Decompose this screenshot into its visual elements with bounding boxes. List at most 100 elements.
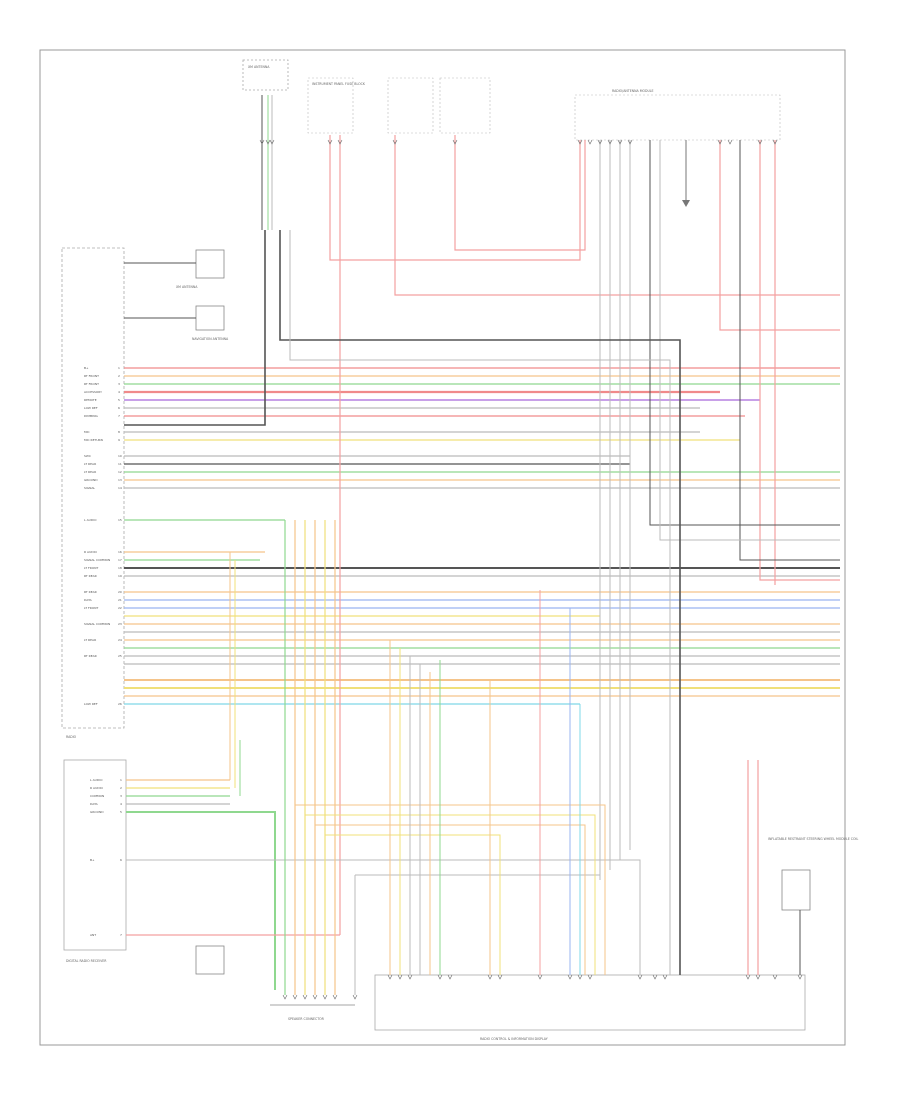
radio-pin-name: RT REAR — [84, 590, 97, 594]
receiver-pin-number: 2 — [120, 786, 122, 790]
bottom-antenna — [195, 945, 225, 975]
radio-pin-number: 6 — [118, 406, 120, 410]
radio-pin-name: SIGNAL COMMON — [84, 622, 110, 626]
receiver-pin-name: GROUND — [90, 810, 104, 814]
top-connector-pin — [337, 139, 343, 145]
radio-pin-number: 11 — [118, 462, 122, 466]
xm-antenna-top-label: XM ANTENNA — [248, 65, 270, 69]
display-connector-pin — [587, 974, 593, 980]
top-connector-pin — [607, 139, 613, 145]
receiver-pin-name: R AUDIO — [90, 786, 103, 790]
top-connector-pin — [327, 139, 333, 145]
radio-pin-number: 15 — [118, 518, 122, 522]
radio-pin-number: 21 — [118, 598, 122, 602]
ground-component — [682, 140, 690, 207]
radio-pin-name: LT REAR — [84, 462, 96, 466]
speaker-connector-pin — [322, 994, 328, 1000]
digital-radio-receiver: DIGITAL RADIO RECEIVER — [63, 759, 127, 963]
display-connector-pin — [407, 974, 413, 980]
navigation-antenna-label: NAVIGATION ANTENNA — [192, 337, 229, 341]
radio-pin-name: MIC RETURN — [84, 438, 103, 442]
radio-pin-name: RT FRONT — [84, 382, 99, 386]
radio-pin-number: 9 — [118, 438, 120, 442]
junction-block-label: INSTRUMENT PANEL FUSE BLOCK — [312, 82, 366, 86]
radio-pin-name: GROUND — [84, 478, 98, 482]
radio-pin-name: B+ — [84, 366, 89, 370]
fuse-group-1: INSTRUMENT PANEL FUSE BLOCK — [307, 77, 491, 134]
speaker-connector-pin — [302, 994, 308, 1000]
radio-module: RADIO — [61, 247, 125, 739]
radio-pin-number: 16 — [118, 550, 122, 554]
antenna-wire — [289, 230, 671, 975]
receiver-wire — [126, 811, 276, 990]
radio-pin-number: 18 — [118, 566, 122, 570]
top-connector-pin — [627, 139, 633, 145]
diagram-frame — [39, 49, 846, 1046]
radio-pin-name: LT REAR — [84, 470, 96, 474]
receiver-pin-name: COMMON — [90, 794, 104, 798]
radio-pin-name: DATA — [84, 598, 93, 602]
speaker-connector: SPEAKER CONNECTOR — [270, 1004, 355, 1021]
radio-label: RADIO — [66, 735, 77, 739]
top-connector-pin — [577, 139, 583, 145]
display-connector-pin — [447, 974, 453, 980]
fuse-wire — [394, 135, 840, 296]
radio-pin-name: MIC — [84, 430, 90, 434]
display-connector-pin — [755, 974, 761, 980]
display-connector-pin — [567, 974, 573, 980]
radio-pin-name: LOW REF — [84, 702, 98, 706]
antenna-wire — [279, 230, 681, 975]
radio-pin-number: 2 — [118, 374, 120, 378]
radio-antenna-module: RADIO/ANTENNA MODULE — [574, 89, 781, 141]
radio-pin-number: 12 — [118, 470, 122, 474]
radio-pin-number: 22 — [118, 606, 122, 610]
top-connector-pin — [772, 139, 778, 145]
fuse-wire — [329, 135, 581, 261]
display-connector-pin — [387, 974, 393, 980]
display-wire — [315, 824, 586, 975]
display-connector-pin — [537, 974, 543, 980]
speaker-connector-pin — [332, 994, 338, 1000]
top-connector-pin — [617, 139, 623, 145]
radio-pin-name: SWC — [84, 454, 91, 458]
top-connector-pin — [597, 139, 603, 145]
radio-pin-name: RT FRONT — [84, 374, 99, 378]
radio-pin-name: RT REAR — [84, 654, 97, 658]
radio-pin-number: 17 — [118, 558, 122, 562]
radio-pin-name: ACCESSORY — [84, 390, 102, 394]
display-connector-pin — [772, 974, 778, 980]
receiver-pin-number: 5 — [120, 810, 122, 814]
radio-pin-name: LT REAR — [84, 638, 96, 642]
top-connector-pin — [717, 139, 723, 145]
antenna-connector-pin — [269, 139, 275, 145]
xm-antenna-left: XM ANTENNA — [176, 249, 225, 289]
display-connector-pin — [397, 974, 403, 980]
display-connector-pin — [652, 974, 658, 980]
radio-pin-number: 20 — [118, 590, 122, 594]
antenna-wire — [124, 230, 266, 426]
antenna-connector-pin — [265, 139, 271, 145]
display-wire — [305, 814, 596, 975]
top-connector-pin — [452, 139, 458, 145]
radio-pin-name: LT FRONT — [84, 606, 98, 610]
receiver-pin-number: 3 — [120, 794, 122, 798]
navigation-antenna: NAVIGATION ANTENNA — [192, 305, 229, 341]
clockspring-label: INFLATABLE RESTRAINT STEERING WHEEL MODU… — [768, 837, 858, 841]
receiver-pin-number: 7 — [120, 933, 122, 937]
top-connector-pin — [757, 139, 763, 145]
top-connector-pin — [392, 139, 398, 145]
module-wire — [719, 140, 840, 331]
top-connector-pin — [727, 139, 733, 145]
wire-layer — [124, 95, 840, 1000]
antenna-connector-pin — [259, 139, 265, 145]
receiver-pin-number: 4 — [120, 802, 122, 806]
speaker-connector-pin — [282, 994, 288, 1000]
radio-pin-number: 24 — [118, 638, 122, 642]
radio-control-display-label: RADIO CONTROL & INFORMATION DISPLAY — [480, 1037, 548, 1041]
radio-pin-number: 8 — [118, 430, 120, 434]
radio-pin-name: SIGNAL COMMON — [84, 558, 110, 562]
receiver-pin-number: 6 — [120, 858, 122, 862]
radio-pin-number: 23 — [118, 622, 122, 626]
